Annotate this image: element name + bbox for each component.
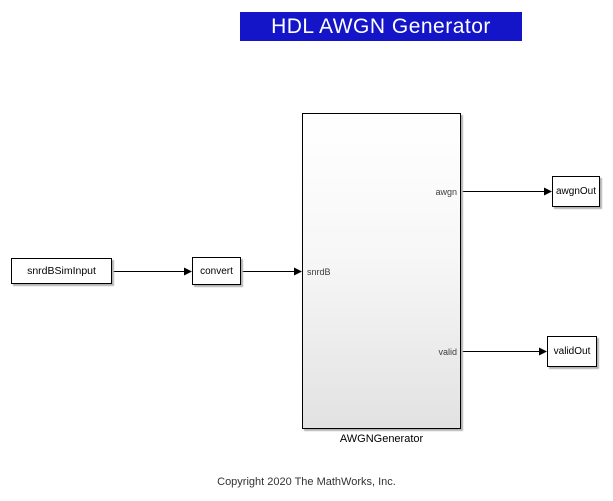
copyright-text: Copyright 2020 The MathWorks, Inc. [217,476,396,488]
connector-awgn-to-awgnout[interactable] [461,187,552,196]
block-convert[interactable]: convert [192,257,241,285]
port-label-awgn: awgn [435,187,457,197]
arrowhead-icon [184,267,192,276]
block-convert-label: convert [200,265,233,277]
block-snrdbsiminput[interactable]: snrdBSimInput [11,258,112,284]
connector-convert-to-generator[interactable] [241,267,302,276]
port-label-snrdb: snrdB [307,267,331,277]
block-snrdbsiminput-label: snrdBSimInput [27,265,96,277]
block-awgnout-label: awgnOut [555,186,597,197]
port-label-valid: valid [438,347,457,357]
block-awgngenerator-name: AWGNGenerator [339,433,424,445]
model-title-banner: HDL AWGN Generator [240,12,522,41]
arrowhead-icon [544,187,552,196]
block-validout-label: validOut [553,346,591,357]
block-validout[interactable]: validOut [547,336,597,367]
connector-input-to-convert[interactable] [112,267,192,276]
arrowhead-icon [539,347,547,356]
block-awgngenerator[interactable]: snrdB awgn valid [302,113,461,429]
arrowhead-icon [294,267,302,276]
block-awgnout[interactable]: awgnOut [552,176,600,207]
connector-valid-to-validout[interactable] [461,347,547,356]
